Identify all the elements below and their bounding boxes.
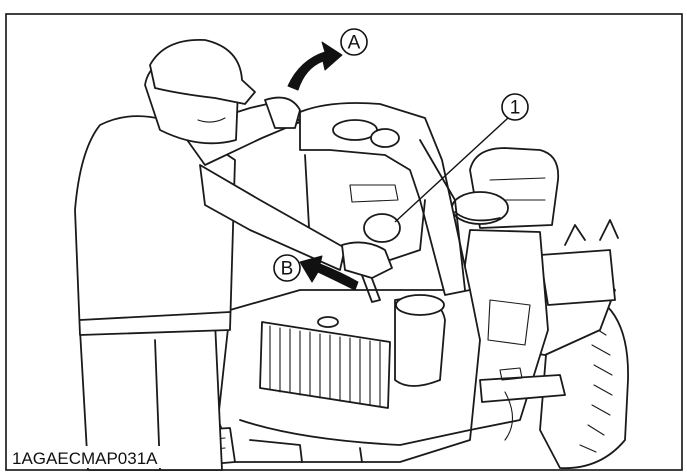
hood-emblem [349,184,399,203]
figure-id-label: 1AGAECMAP031A [12,449,158,468]
operator-left-arm [199,164,346,271]
callout-b: B [273,254,301,282]
operator [74,39,393,471]
steering-wheel [451,191,509,225]
operator-cap [149,39,256,105]
callout-a-circle [340,28,368,56]
tractor [194,102,629,469]
arrow-b [299,255,359,291]
figure-frame [5,13,683,471]
callout-a: A [340,28,368,56]
callout-1-circle [501,93,529,121]
callout-a-label: A [348,33,361,54]
operator-right-hand [264,96,301,129]
arrow-a [287,41,343,91]
operator-torso [74,115,236,336]
callout-1-leader [394,117,509,223]
callout-1: 1 [501,93,529,121]
radiator-grille [259,321,391,409]
operator-left-hand [341,241,393,279]
callout-1-label: 1 [510,98,521,119]
callout-b-circle [273,254,301,282]
callout-b-label: B [281,259,294,280]
hood-lock [363,213,401,243]
raised-hood [299,102,471,296]
